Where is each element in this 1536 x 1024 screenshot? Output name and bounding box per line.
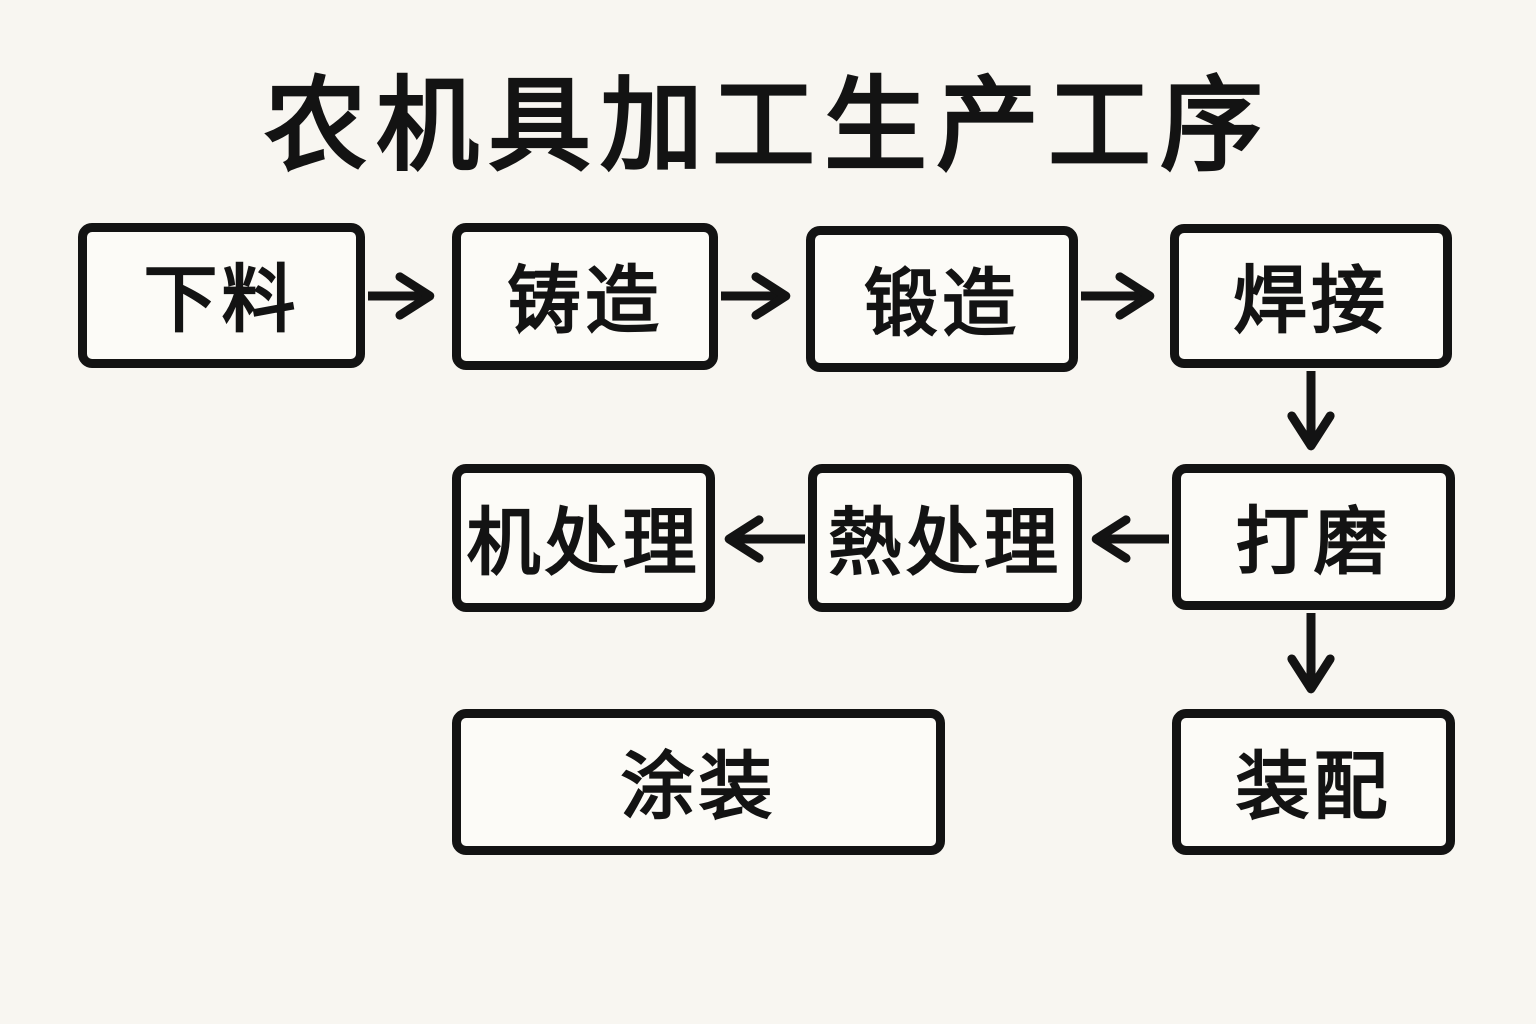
- node-jichuli: 机处理: [452, 464, 715, 612]
- diagram-title: 农机具加工生产工序: [264, 68, 1272, 183]
- node-rechuli-label: 熱处理: [828, 500, 1062, 584]
- node-damo: 打磨: [1172, 464, 1455, 610]
- node-tuzhuang: 涂装: [452, 709, 945, 855]
- node-zhuzao-label: 铸造: [507, 259, 663, 342]
- node-xialiao-label: 下料: [143, 258, 300, 341]
- node-jichuli-label: 机处理: [466, 500, 701, 584]
- node-zhuzao: 铸造: [452, 223, 718, 370]
- node-damo-label: 打磨: [1235, 499, 1392, 583]
- node-zhuangpei: 装配: [1172, 709, 1455, 855]
- node-hanjie: 焊接: [1170, 224, 1452, 368]
- node-xialiao: 下料: [78, 223, 365, 368]
- node-duanzao-label: 锻造: [864, 261, 1020, 345]
- node-duanzao: 锻造: [806, 226, 1078, 372]
- node-zhuangpei-label: 装配: [1235, 744, 1392, 828]
- node-hanjie-label: 焊接: [1233, 258, 1389, 342]
- node-tuzhuang-label: 涂装: [620, 744, 777, 828]
- node-rechuli: 熱处理: [808, 464, 1082, 612]
